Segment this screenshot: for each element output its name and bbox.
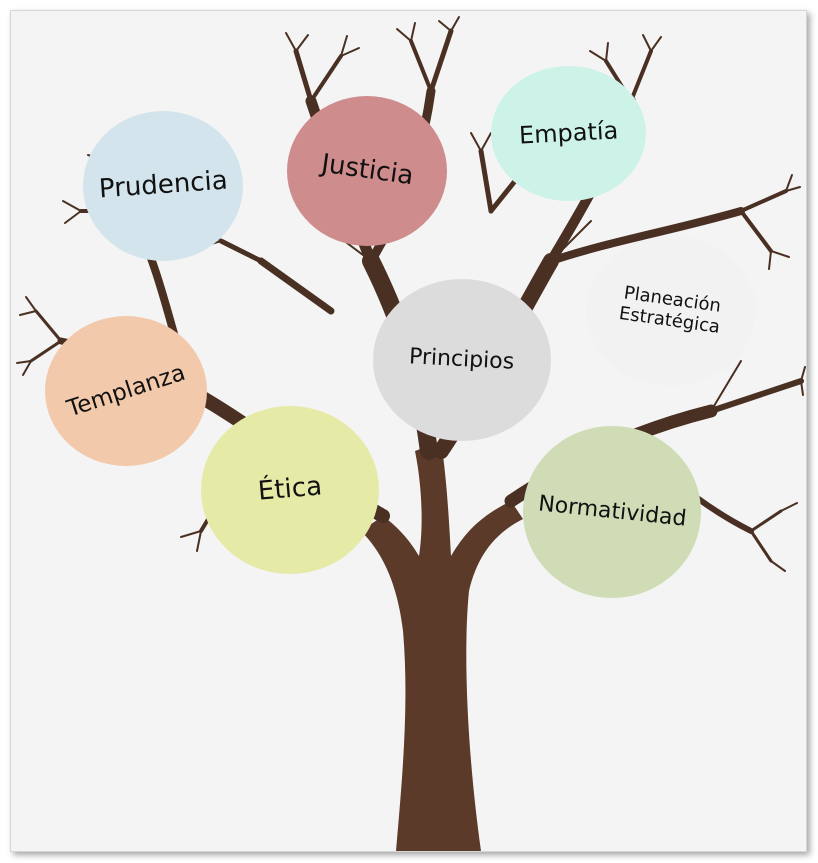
value-label-templanza: Templanza [63,359,189,423]
value-label-planeacion: Planeación Estratégica [617,282,723,338]
value-bubble-normatividad: Normatividad [523,426,701,598]
value-bubble-planeacion: Planeación Estratégica [586,236,756,386]
value-label-normatividad: Normatividad [536,491,688,533]
value-bubble-templanza: Templanza [45,316,207,466]
value-bubble-empatia: Empatía [491,66,646,201]
value-bubble-justicia: Justicia [287,96,447,246]
center-label-principios: Principios [408,344,516,376]
tree-trunk [361,441,523,851]
value-label-empatia: Empatía [518,116,619,150]
center-bubble-principios: Principios [373,279,551,441]
value-label-justicia: Justicia [319,148,416,192]
value-bubble-etica: Ética [201,406,379,574]
value-label-prudencia: Prudencia [97,165,229,205]
value-label-etica: Ética [256,471,324,507]
diagram-frame: Prudencia Justicia Empatía Planeación Es… [10,10,807,852]
value-bubble-prudencia: Prudencia [83,111,243,261]
